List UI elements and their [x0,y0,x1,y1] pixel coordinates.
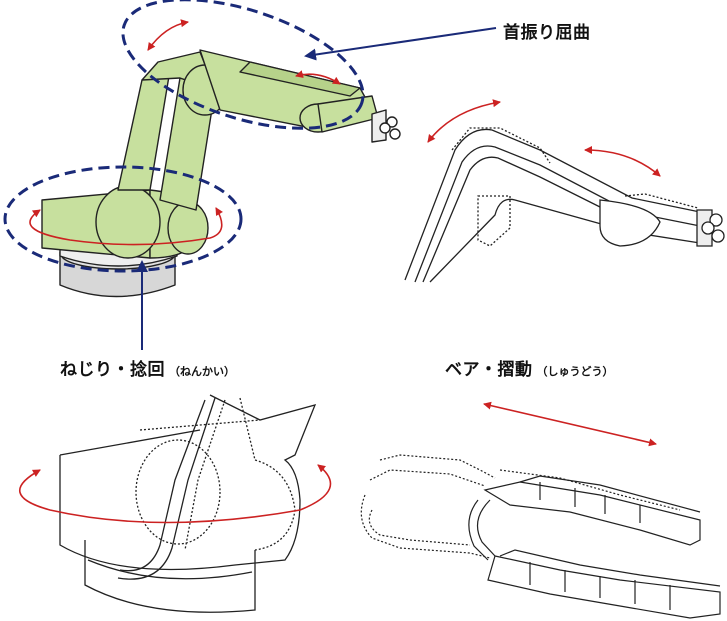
robot-arm-illustration [41,49,401,298]
base-rotation-arrow [29,207,223,246]
bearing-slide-label-reading: （しゅうどう） [536,365,614,378]
robot-forearm [199,49,379,133]
bearing-slide-label: ベア・摺動（しゅうどう） [445,355,614,380]
neck-swing-arrow [147,19,189,51]
bend-upper-arrow [427,99,501,143]
neck-bend-label-text: 首振り屈曲 [503,23,591,43]
twist-label: ねじり・捻回 （ねんかい） [60,355,235,380]
neck-bend-label: 首振り屈曲 [503,18,591,43]
bend-forearm-arrow [584,146,661,177]
cable-carrier-chain-illustration [360,454,721,619]
robot-wrist-nozzles [371,109,401,143]
twist-rotation-arrow [19,464,332,524]
slide-arrow [483,401,657,447]
bearing-slide-label-text: ベア・摺動 [445,360,533,380]
neck-bend-pointer-arrow [304,27,497,61]
neck-zone-dashed-ellipse [121,0,365,130]
robot-upper-arm [117,51,228,211]
twist-label-reading: （ねんかい） [169,365,235,378]
twist-zone-dashed-ellipse [3,165,243,273]
twist-label-text: ねじり・捻回 [60,360,165,380]
wrist-swing-arrow [295,70,341,85]
twist-detail-illustration [59,394,317,613]
bending-arm-illustration [404,127,725,283]
